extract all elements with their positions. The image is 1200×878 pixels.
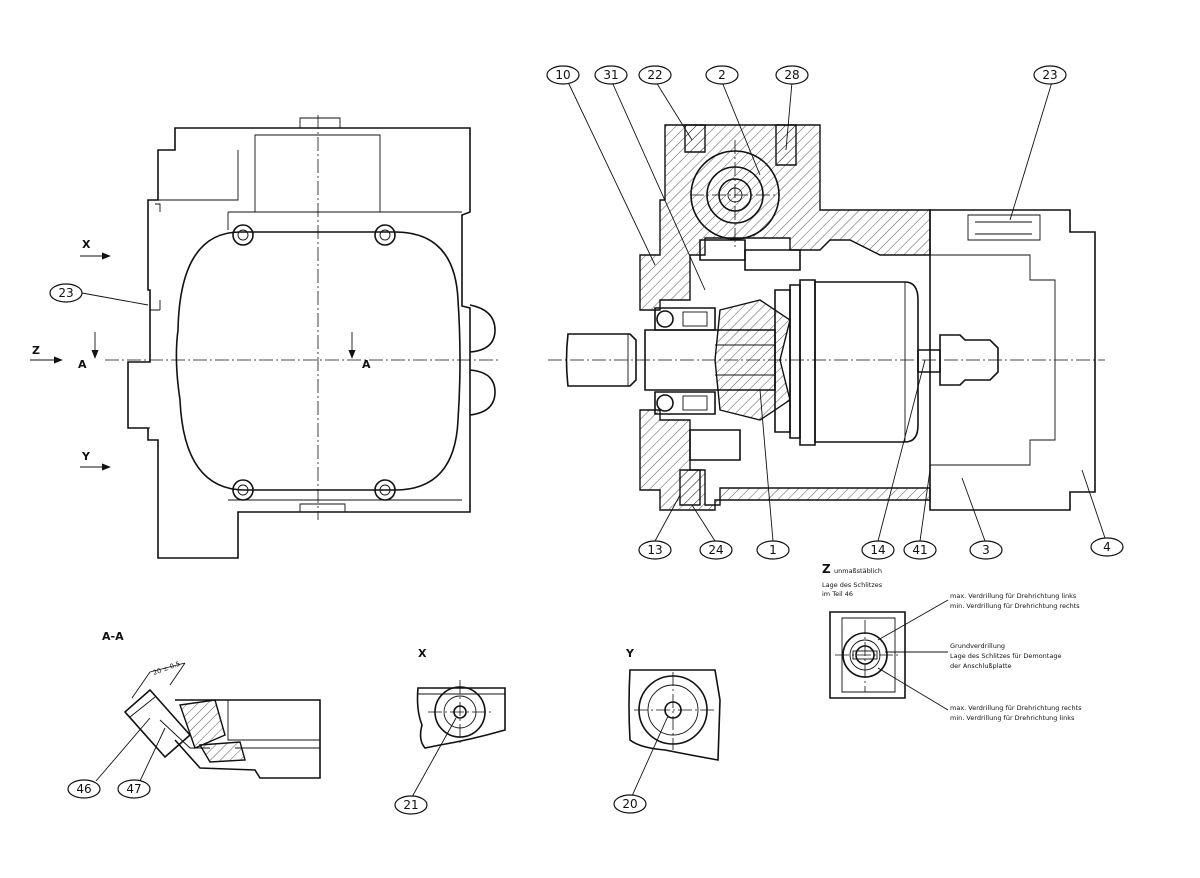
- z-note-mid-3: der Anschlußplatte: [950, 662, 1012, 670]
- svg-text:10: 10: [555, 68, 570, 82]
- view-x-label: X: [418, 647, 427, 660]
- svg-text:23: 23: [58, 286, 73, 300]
- callout-10: 10: [546, 65, 580, 85]
- view-y-detail: [628, 669, 721, 761]
- y-arrow-label: Y: [81, 450, 91, 463]
- section-leaders: [567, 81, 1106, 542]
- view-x-detail: [416, 680, 506, 749]
- z-note-mid-2: Lage des Schlitzes für Demontage: [950, 652, 1061, 660]
- callout-21: 21: [394, 795, 428, 815]
- callout-4: 4: [1090, 537, 1124, 557]
- svg-text:47: 47: [126, 782, 141, 796]
- z-note-top-2: min. Verdrillung für Drehrichtung rechts: [950, 602, 1080, 610]
- callout-22: 22: [638, 65, 672, 85]
- view-z-subtitle-1: Lage des Schlitzes: [822, 581, 883, 589]
- callout-47: 47: [117, 779, 151, 799]
- svg-text:21: 21: [403, 798, 418, 812]
- callout-24: 24: [699, 540, 733, 560]
- svg-text:13: 13: [647, 543, 662, 557]
- svg-text:14: 14: [870, 543, 885, 557]
- callout-14: 14: [861, 540, 895, 560]
- svg-text:28: 28: [784, 68, 799, 82]
- callout-13: 13: [638, 540, 672, 560]
- a-right-label: A: [362, 358, 371, 371]
- section-view: [548, 124, 1105, 511]
- a-left-label: A: [78, 358, 87, 371]
- callout-41: 41: [903, 540, 937, 560]
- z-note-mid-1: Grundverdrillung: [950, 642, 1005, 650]
- svg-text:31: 31: [603, 68, 618, 82]
- view-y-label: Y: [625, 647, 635, 660]
- svg-text:22: 22: [647, 68, 662, 82]
- z-note-bot-1: max. Verdrillung für Drehrichtung rechts: [950, 704, 1082, 712]
- svg-text:46: 46: [76, 782, 91, 796]
- callout-2: 2: [705, 65, 739, 85]
- z-note-bot-2: min. Verdrillung für Drehrichtung links: [950, 714, 1075, 722]
- svg-text:23: 23: [1042, 68, 1057, 82]
- section-aa-detail: [123, 662, 321, 779]
- front-view: [30, 115, 500, 559]
- callout-23-top: 23: [1033, 65, 1067, 85]
- callout-46: 46: [67, 779, 101, 799]
- z-note-top-1: max. Verdrillung für Drehrichtung links: [950, 592, 1077, 600]
- svg-text:4: 4: [1103, 540, 1111, 554]
- callout-28: 28: [775, 65, 809, 85]
- callout-31: 31: [594, 65, 628, 85]
- view-z-scale-note: unmaßstäblich: [834, 567, 882, 575]
- callout-3: 3: [969, 540, 1003, 560]
- z-arrow-label: Z: [32, 344, 40, 357]
- svg-text:3: 3: [982, 543, 990, 557]
- svg-text:24: 24: [708, 543, 723, 557]
- callout-23-left: 23: [49, 283, 83, 303]
- section-aa-label: A-A: [102, 630, 124, 643]
- callout-1: 1: [756, 540, 790, 560]
- svg-text:41: 41: [912, 543, 927, 557]
- view-z-subtitle-2: im Teil 46: [822, 590, 853, 598]
- svg-text:1: 1: [769, 543, 777, 557]
- svg-text:20: 20: [622, 797, 637, 811]
- view-z-letter: Z: [822, 562, 831, 576]
- view-z-detail: [829, 599, 949, 711]
- callout-20: 20: [613, 794, 647, 814]
- svg-text:2: 2: [718, 68, 726, 82]
- x-arrow-label: X: [82, 238, 91, 251]
